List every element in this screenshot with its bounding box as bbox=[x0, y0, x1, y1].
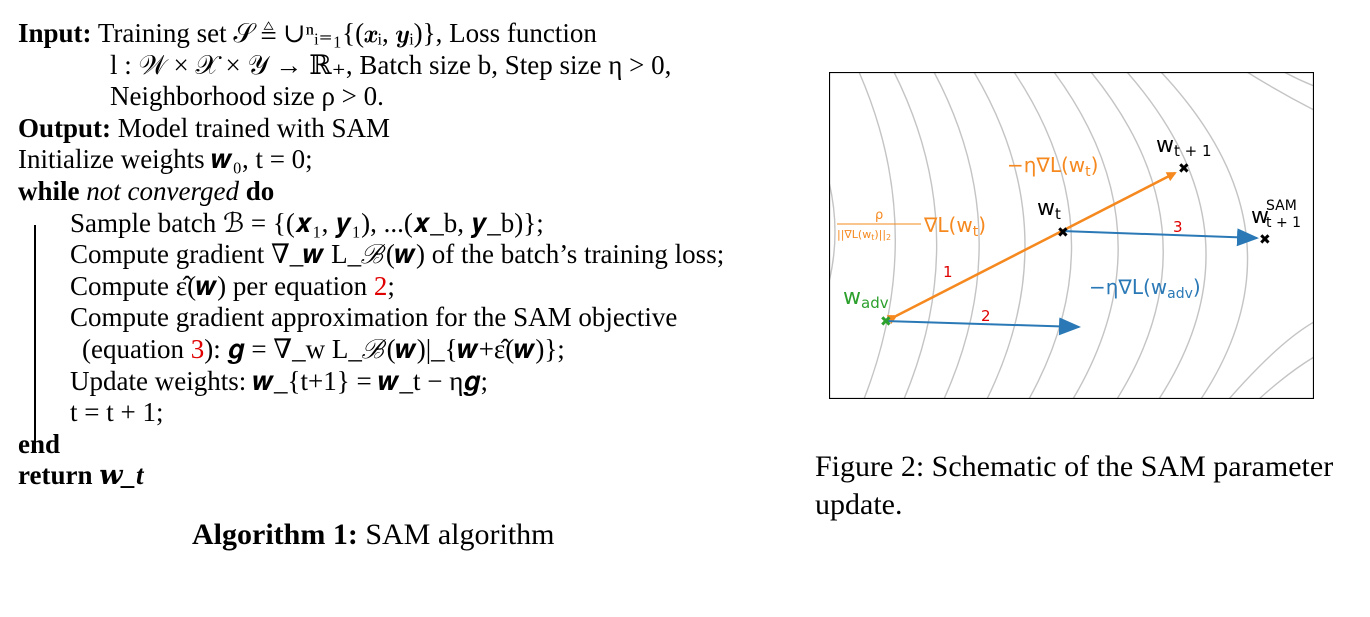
step-update-weights: Update weights: 𝒘_{t+1} = 𝒘_t − η𝒈; bbox=[70, 365, 488, 396]
step-number-2: 2 bbox=[981, 307, 991, 325]
label-rho: ρ bbox=[875, 208, 883, 223]
label-wsam-sup: SAM bbox=[1266, 198, 1297, 214]
input-line-1: Input: Training set 𝒮 ≜ ∪ⁿᵢ₌₁{(𝒙ᵢ, 𝒚ᵢ)},… bbox=[18, 18, 788, 50]
step-sam-objective: Compute gradient approximation for the S… bbox=[70, 302, 678, 333]
input-keyword: Input: bbox=[18, 18, 92, 48]
algorithm-caption-text: SAM algorithm bbox=[365, 518, 555, 551]
return-line: return 𝒘_t bbox=[18, 460, 788, 492]
step3-end: ; bbox=[387, 270, 395, 301]
step-number-3: 3 bbox=[1173, 218, 1183, 236]
return-value: 𝒘_t bbox=[99, 460, 144, 491]
input-line-3: Neighborhood size ρ > 0. bbox=[110, 81, 384, 112]
point-wsam: ✖ bbox=[1259, 232, 1271, 248]
equation-2-link[interactable]: 2 bbox=[373, 270, 388, 301]
step-sam-equation: (equation 3): 𝒈 = ∇_w L_ℬ(𝒘)|_{𝒘+ε̂(𝒘)}; bbox=[18, 334, 788, 366]
label-gradL: ∇L(wt) bbox=[923, 213, 986, 240]
sam-schematic: ✖ ✖ ✖ ✖ wt + 1 wt w SAM t + 1 wadv −η∇L(… bbox=[828, 71, 1315, 404]
output-line: Output: Model trained with SAM bbox=[18, 113, 788, 145]
arrow-adversarial bbox=[886, 229, 1063, 325]
step-compute-gradient: Compute gradient ∇_𝒘 L_ℬ(𝒘) of the batch… bbox=[70, 239, 725, 270]
contour-lines bbox=[829, 72, 1314, 399]
arrow-sam-update bbox=[1061, 228, 1259, 247]
equation-3-link[interactable]: 3 bbox=[190, 333, 205, 364]
step5-end: ): 𝒈 = ∇_w L_ℬ(𝒘)|_{𝒘+ε̂(𝒘)}; bbox=[204, 333, 565, 364]
step-compute-epsilon: Compute ε̂(𝒘) per equation 2; bbox=[18, 271, 788, 303]
point-wadv: ✖ bbox=[880, 314, 892, 330]
return-keyword: return bbox=[18, 460, 93, 491]
loop-bar bbox=[34, 225, 36, 453]
label-wsam-sub: t + 1 bbox=[1266, 215, 1301, 231]
input-line-2: l : 𝒲 × 𝒳 × 𝒴 → ℝ₊, Batch size b, Step s… bbox=[110, 49, 672, 80]
algorithm-box: Input: Training set 𝒮 ≜ ∪ⁿᵢ₌₁{(𝒙ᵢ, 𝒚ᵢ)},… bbox=[18, 18, 788, 492]
label-wt: wt bbox=[1037, 196, 1061, 223]
while-condition: not converged bbox=[86, 175, 239, 206]
figure-frame bbox=[828, 71, 1315, 400]
point-wt: ✖ bbox=[1057, 225, 1069, 241]
step-increment: t = t + 1; bbox=[70, 397, 164, 428]
output-text: Model trained with SAM bbox=[117, 112, 391, 143]
arrow-gradient-step bbox=[1061, 171, 1177, 233]
label-wadv: wadv bbox=[843, 285, 889, 312]
while-keyword: while bbox=[18, 175, 80, 206]
do-keyword: do bbox=[245, 175, 275, 206]
step-number-1: 1 bbox=[943, 263, 953, 281]
step3-text: Compute ε̂(𝒘) per equation bbox=[70, 270, 374, 301]
output-keyword: Output: bbox=[18, 112, 112, 143]
arrow-adv-gradient bbox=[885, 317, 1081, 336]
end-keyword: end bbox=[18, 428, 61, 459]
step5-text: (equation bbox=[82, 333, 191, 364]
init-line: Initialize weights 𝒘₀, t = 0; bbox=[18, 144, 313, 175]
label-norm: ||∇L(wt)||2 bbox=[837, 228, 891, 242]
label-grad-adv: −η∇L(wadv) bbox=[1089, 275, 1201, 302]
while-line: while not converged do bbox=[18, 176, 788, 208]
algorithm-caption: Algorithm 1: SAM algorithm bbox=[192, 518, 554, 552]
algorithm-caption-label: Algorithm 1: bbox=[192, 518, 358, 551]
step-sample-batch: Sample batch ℬ = {(𝒙₁, 𝒚₁), ...(𝒙_b, 𝒚_b… bbox=[70, 207, 544, 238]
label-wt1: wt + 1 bbox=[1156, 133, 1212, 160]
figure-caption: Figure 2: Schematic of the SAM parameter… bbox=[815, 450, 1334, 521]
label-grad-step: −η∇L(wt) bbox=[1007, 153, 1098, 180]
label-wsam: w bbox=[1251, 204, 1269, 229]
point-wt1: ✖ bbox=[1178, 161, 1190, 177]
input-text-1: Training set 𝒮 ≜ ∪ⁿᵢ₌₁{(𝒙ᵢ, 𝒚ᵢ)}, Loss f… bbox=[97, 18, 597, 48]
